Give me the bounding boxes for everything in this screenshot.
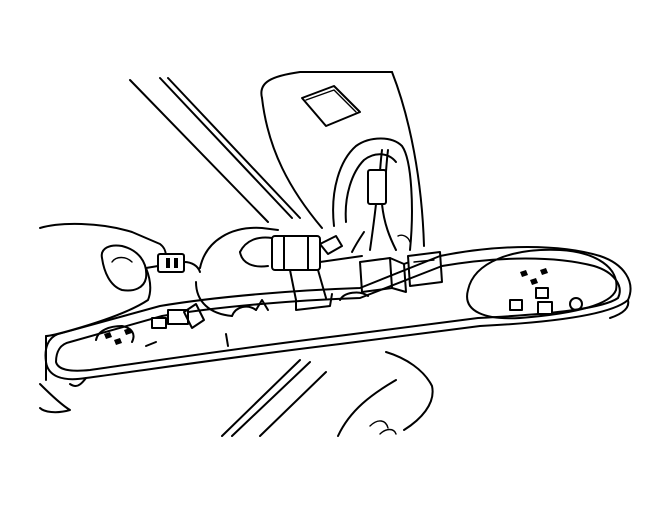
console-housing [44, 246, 632, 387]
headliner-trim-lines [129, 77, 301, 223]
hand [39, 222, 201, 414]
left-lens-area [95, 303, 205, 347]
roof-cutout [301, 85, 361, 127]
lamp-connector-assembly [195, 226, 363, 317]
housing-clip [359, 251, 443, 293]
switch-square-2 [537, 301, 553, 315]
right-lens-recess [466, 248, 618, 320]
wiring-harness [351, 149, 411, 253]
harness-connector [367, 169, 387, 205]
indicator-marks [520, 268, 548, 285]
switch-circle [569, 297, 583, 311]
roof-panel [260, 71, 425, 247]
housing-bosses [225, 291, 369, 347]
connector-body [271, 235, 321, 271]
switch-square-3 [535, 287, 549, 299]
left-indicator-marks [104, 328, 132, 345]
lower-trim-lines [221, 351, 434, 437]
held-connector [157, 253, 185, 273]
thumb [100, 244, 148, 292]
switch-square-1 [509, 299, 523, 311]
